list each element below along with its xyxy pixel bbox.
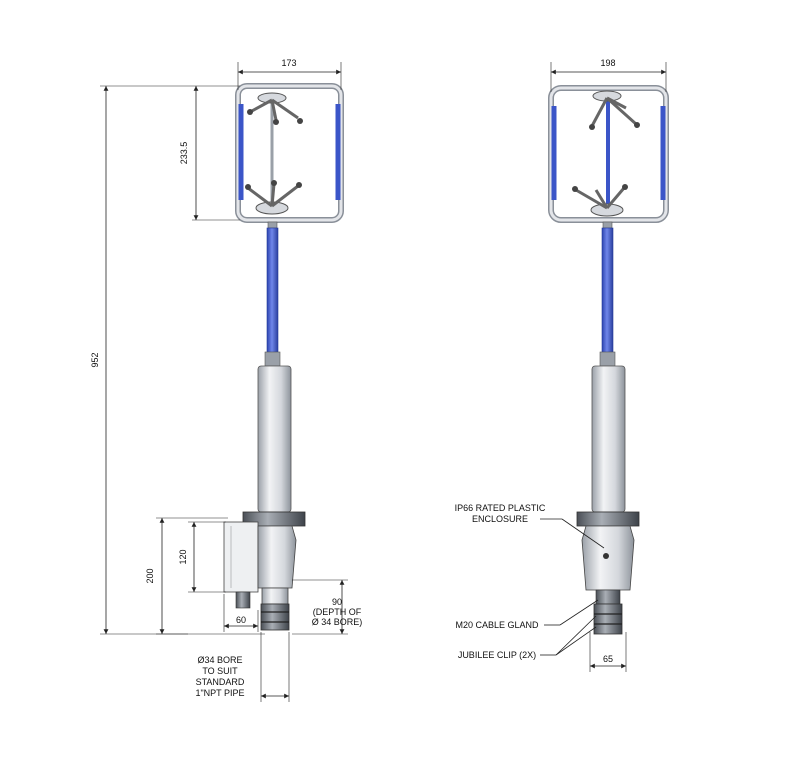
right-base-clamp (593, 603, 623, 635)
bore-note-line-2: TO SUIT (202, 666, 238, 676)
dim-width-right: 198 (550, 58, 667, 92)
callout-cable-gland: M20 CABLE GLAND (455, 599, 599, 630)
left-lower-transducers (245, 180, 302, 215)
left-body-tube (257, 365, 292, 513)
dim-total-height-label: 952 (90, 352, 100, 367)
right-body-tube (591, 365, 626, 513)
callout-enclosure: IP66 RATED PLASTIC ENCLOSURE (455, 503, 605, 549)
left-cable-gland (235, 591, 251, 609)
right-cable-gland (595, 589, 621, 605)
bore-depth-line-3: Ø 34 BORE) (312, 617, 363, 627)
dim-base-width: 65 (589, 632, 627, 672)
left-view: 173 233.5 952 120 200 (90, 58, 362, 702)
left-enclosure (223, 521, 297, 593)
bore-note-line-1: Ø34 BORE (197, 655, 242, 665)
left-mast (264, 221, 281, 367)
callout-jubilee-clip: JUBILEE CLIP (2X) (458, 615, 597, 660)
bore-note-line-4: 1"NPT PIPE (195, 688, 244, 698)
dim-gland-offset-label: 60 (236, 615, 246, 625)
dim-lower-height: 200 (145, 517, 228, 635)
dim-width-right-label: 198 (600, 58, 615, 68)
dim-enclosure-height: 120 (178, 521, 226, 593)
jubilee-clip-label: JUBILEE CLIP (2X) (458, 650, 536, 660)
dim-frame-height: 233.5 (179, 85, 240, 221)
dim-base-width-label: 65 (603, 654, 613, 664)
left-sensor-frame (235, 83, 344, 223)
dim-width-left: 173 (237, 58, 342, 90)
right-flange (576, 511, 640, 527)
bore-depth-line-1: 90 (332, 597, 342, 607)
left-upper-transducers (247, 92, 303, 125)
dim-bore-diameter: Ø34 BORE TO SUIT STANDARD 1"NPT PIPE (195, 632, 290, 702)
right-view: 198 IP66 RATED PLASTIC ENCLOSURE M20 CAB… (455, 58, 669, 672)
dim-bore-depth: 90 (DEPTH OF Ø 34 BORE) (292, 579, 363, 635)
left-base-clamp (260, 587, 290, 631)
right-upper-transducers (589, 90, 640, 130)
cable-gland-label: M20 CABLE GLAND (455, 620, 539, 630)
dim-lower-height-label: 200 (145, 568, 155, 583)
dim-gland-offset: 60 (223, 594, 259, 632)
enclosure-note-line-2: ENCLOSURE (472, 514, 528, 524)
bore-note-line-3: STANDARD (196, 677, 245, 687)
right-enclosure (581, 525, 635, 591)
enclosure-note-line-1: IP66 RATED PLASTIC (455, 503, 546, 513)
dim-enclosure-height-label: 120 (178, 549, 188, 564)
dim-width-left-label: 173 (281, 58, 296, 68)
right-mast (599, 221, 616, 367)
right-sensor-frame (548, 85, 669, 223)
bore-depth-line-2: (DEPTH OF (313, 607, 362, 617)
right-lower-transducers (572, 184, 628, 217)
dim-frame-height-label: 233.5 (179, 142, 189, 165)
